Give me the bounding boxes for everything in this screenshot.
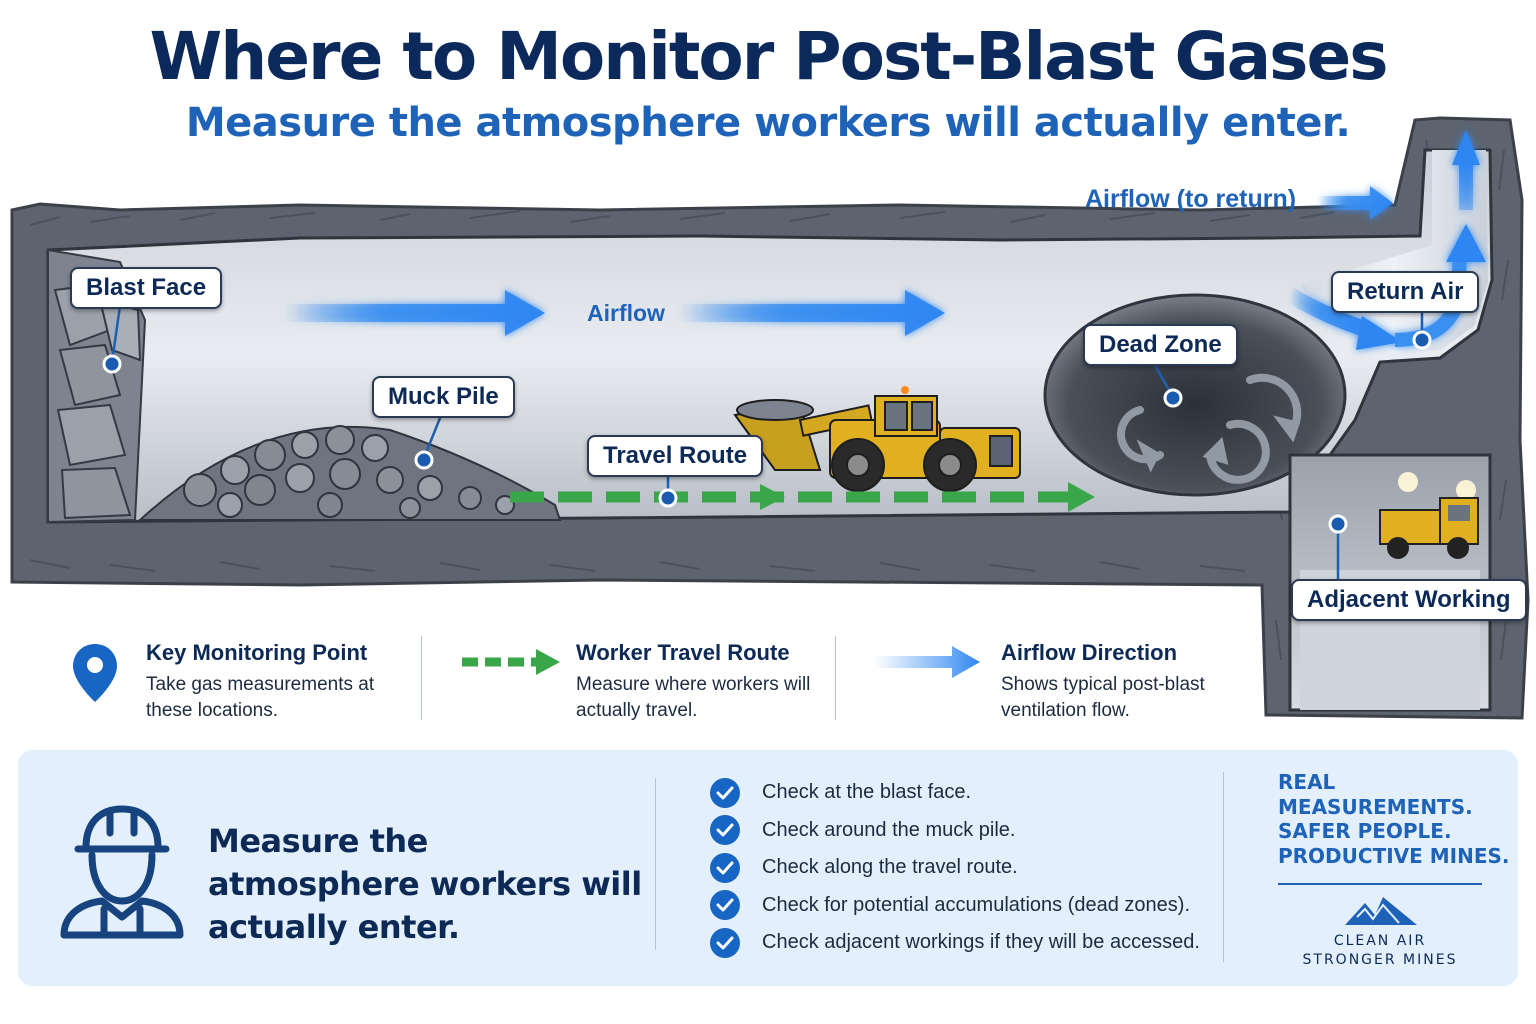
airflow-arrows [285,130,1486,350]
blast-face-rocks [47,248,147,524]
legend-description: Measure where workers will actually trav… [576,674,811,721]
dead-zone-swirl-arrows [1117,373,1302,484]
travel-route-arrow [510,482,1095,512]
legend-description: Shows typical post-blast ventilation flo… [1001,674,1205,721]
monitor-point-dead-zone [1163,388,1183,408]
checklist-text: Check at the blast face. [762,781,972,804]
loader-vehicle [733,386,1021,492]
map-pin-icon [73,644,117,702]
page-title: Where to Monitor Post-Blast Gases [149,18,1388,95]
checklist-text: Check adjacent workings if they will be … [762,931,1200,954]
callout-adjacent-working: Adjacent Working [1291,579,1527,621]
legend-worker-travel-route: Worker Travel Route Measure where worker… [576,640,816,724]
checklist-text: Check for potential accumulations (dead … [762,893,1191,916]
mountain-logo-icon [1345,897,1417,925]
brand-line-1: CLEAN AIR [1333,933,1427,949]
legend-divider [421,636,422,720]
monitor-point-blast-face [102,354,122,374]
legend-title: Worker Travel Route [576,640,790,665]
tagline-line: MEASUREMENTS. [1278,794,1473,819]
monitor-point-travel-route [658,488,678,508]
panel-divider [1223,772,1224,962]
legend-airflow-direction: Airflow Direction Shows typical post-bla… [1001,640,1241,724]
airflow-arrow-2 [680,290,945,336]
brand-line-2: STRONGER MINES [1302,952,1458,968]
legend-title: Airflow Direction [1001,640,1178,665]
checklist: Check at the blast face. Check around th… [710,774,1200,962]
tagline-line: PRODUCTIVE MINES. [1278,843,1510,868]
checklist-text: Check along the travel route. [762,856,1018,879]
airflow-arrow-icon [874,646,980,678]
legend-key-monitoring-point: Key Monitoring Point Take gas measuremen… [146,640,386,724]
worker-hardhat-icon [60,805,184,939]
airflow-to-return-label: Airflow (to return) [1085,185,1297,213]
callout-muck-pile: Muck Pile [372,376,515,418]
callout-blast-face: Blast Face [70,267,223,309]
checklist-item: Check for potential accumulations (dead … [710,887,1200,925]
monitor-point-return-air [1412,330,1432,350]
check-circle-icon [710,852,740,883]
callout-travel-route: Travel Route [587,435,764,477]
callout-dead-zone: Dead Zone [1083,324,1238,366]
airflow-label: Airflow [587,300,665,326]
check-circle-icon [710,890,740,921]
legend-divider [835,636,836,720]
summary-panel [18,750,1518,986]
check-circle-icon [710,777,740,808]
monitor-point-muck-pile [414,450,434,470]
panel-divider [655,778,656,950]
tagline: REAL MEASUREMENTS. SAFER PEOPLE. PRODUCT… [1278,770,1510,868]
check-circle-icon [710,927,740,958]
monitor-point-adjacent-working [1328,514,1348,534]
summary-message: Measure the atmosphere workers will actu… [208,822,642,946]
muck-pile-rocks [137,425,562,521]
checklist-item: Check along the travel route. [710,849,1200,887]
airflow-arrow-1 [285,290,545,336]
brand-name: CLEAN AIR STRONGER MINES [1280,932,1480,970]
page-subtitle: Measure the atmosphere workers will actu… [185,100,1351,146]
checklist-item: Check at the blast face. [710,774,1200,812]
brand-divider [1278,883,1482,885]
checklist-item: Check adjacent workings if they will be … [710,924,1200,962]
check-circle-icon [710,815,740,846]
adjacent-loader-icon [1379,497,1479,559]
tagline-line: SAFER PEOPLE. [1278,819,1452,843]
checklist-item: Check around the muck pile. [710,812,1200,850]
checklist-text: Check around the muck pile. [762,818,1016,841]
legend-description: Take gas measurements at these locations… [146,674,375,721]
callout-return-air: Return Air [1331,271,1480,313]
mine-cross-section [10,116,1530,720]
monitoring-points [102,330,1432,534]
tagline-line: REAL [1278,770,1336,794]
dashed-arrow-icon [462,649,560,675]
airflow-return-arrow [1318,186,1393,220]
legend-title: Key Monitoring Point [146,640,368,665]
